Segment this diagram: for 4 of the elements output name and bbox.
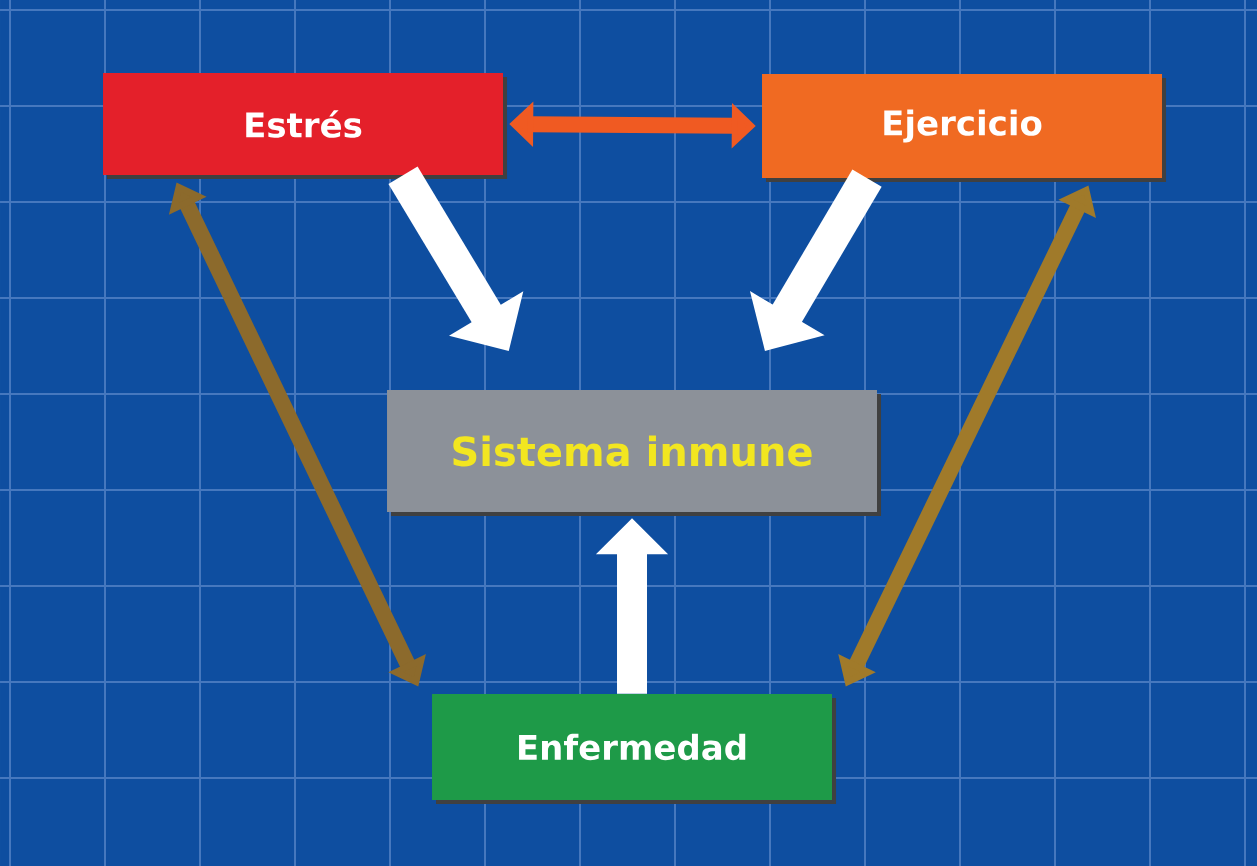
process-box: Enfermedad — [432, 694, 836, 804]
process-box: Estrés — [103, 73, 507, 179]
process-box: Sistema inmune — [387, 390, 881, 516]
process-box: Ejercicio — [762, 74, 1166, 182]
